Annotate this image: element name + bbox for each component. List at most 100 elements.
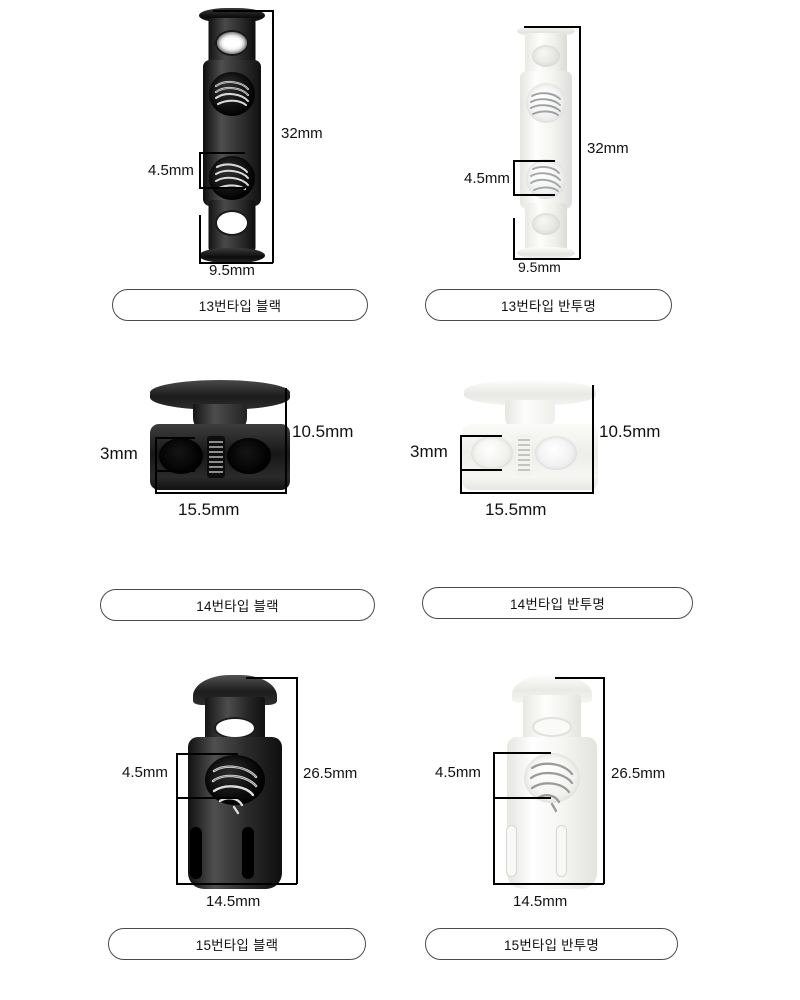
dimline-hole-top <box>155 437 195 439</box>
slot-left <box>506 825 517 877</box>
dimline-hole-bottom <box>493 797 551 799</box>
cord-eye-right <box>535 436 577 470</box>
dimline-height-vertical <box>272 10 274 263</box>
cord-eye-left <box>159 438 203 474</box>
cord-hole-bottom <box>532 213 560 235</box>
product-label-text: 13번타입 블랙 <box>198 299 282 314</box>
dimline-hole-bottom <box>460 469 502 471</box>
product-cell-type-15-translucent: 26.5mm 4.5mm 14.5mm 15번타입 반투명 <box>400 665 800 1000</box>
dimline-width-left <box>513 218 515 259</box>
dimension-hole: 4.5mm <box>435 764 481 781</box>
product-label-type-13-translucent[interactable]: 13번타입 반투명 <box>425 289 672 321</box>
dimline-height-vertical <box>579 26 581 259</box>
dimension-height: 10.5mm <box>292 422 354 441</box>
dimension-width: 14.5mm <box>206 893 261 910</box>
product-image-type-15-translucent <box>492 675 612 895</box>
dimension-hole: 4.5mm <box>464 170 510 187</box>
product-label-type-13-black[interactable]: 13번타입 블랙 <box>112 289 368 321</box>
cord-eye-right <box>227 438 271 474</box>
dimline-hole-bottom <box>176 797 238 799</box>
cord-hole-top <box>532 45 560 67</box>
dimline-hole-top <box>176 753 238 755</box>
product-image-type-14-translucent <box>455 380 605 500</box>
dimension-height: 26.5mm <box>303 765 358 782</box>
dimline-hole-top <box>513 160 555 162</box>
dimension-width: 9.5mm <box>209 262 255 279</box>
dimension-height: 26.5mm <box>611 765 666 782</box>
product-cell-type-14-translucent: 10.5mm 3mm 15.5mm 14번타입 반투명 <box>400 380 800 630</box>
cord-hole-upper <box>214 717 256 739</box>
cord-hole-upper <box>532 717 572 737</box>
product-label-type-15-black[interactable]: 15번타입 블랙 <box>108 928 366 960</box>
dimline-height-top <box>246 677 297 679</box>
cord-hole-top <box>215 30 249 56</box>
dimline-width-left <box>460 435 462 493</box>
spring-upper <box>212 78 252 110</box>
dimline-width-bottom <box>199 262 273 264</box>
spring-hole <box>524 753 580 803</box>
dimension-height: 10.5mm <box>599 422 661 441</box>
dimline-height-top <box>555 677 604 679</box>
dimline-width-bottom <box>493 883 604 885</box>
dimension-width: 9.5mm <box>518 259 561 275</box>
dimline-hole-bottom <box>155 470 195 472</box>
product-label-text: 14번타입 반투명 <box>509 597 606 612</box>
product-image-type-13-translucent <box>510 25 582 260</box>
product-label-type-14-black[interactable]: 14번타입 블랙 <box>100 589 375 621</box>
dimline-width-left <box>199 215 201 263</box>
slot-left <box>190 827 202 879</box>
dimension-height: 32mm <box>281 125 323 142</box>
cap-bottom <box>199 248 265 263</box>
product-label-text: 15번타입 반투명 <box>503 938 600 953</box>
product-label-text: 13번타입 반투명 <box>500 299 597 314</box>
product-image-type-15-black <box>175 675 295 895</box>
dimension-width: 14.5mm <box>513 893 568 910</box>
spring-lower <box>528 163 564 195</box>
dimline-width-left <box>155 437 157 493</box>
dimline-hole-bottom <box>513 194 555 196</box>
dimension-hole: 3mm <box>100 444 138 463</box>
spring-upper <box>528 89 564 119</box>
spring-lower <box>212 160 252 194</box>
dimline-width-left <box>493 752 495 884</box>
dimline-hole-bottom <box>199 187 245 189</box>
spring-center <box>207 436 225 478</box>
cord-eye-left <box>471 436 513 470</box>
dimline-height-right <box>296 677 298 884</box>
dimension-height: 32mm <box>587 140 629 157</box>
dimline-hole-top <box>493 752 551 754</box>
spring <box>525 755 579 813</box>
dimline-height-top <box>524 26 580 28</box>
product-image-type-14-black <box>145 380 295 500</box>
dimline-width-bottom <box>155 492 286 494</box>
cap-bottom <box>517 247 575 259</box>
product-label-text: 14번타입 블랙 <box>196 599 279 614</box>
product-label-type-15-translucent[interactable]: 15번타입 반투명 <box>425 928 678 960</box>
dimension-hole: 4.5mm <box>148 162 194 179</box>
dimension-width: 15.5mm <box>178 500 240 519</box>
dimline-hole-left <box>199 152 201 188</box>
dimension-hole: 3mm <box>410 442 448 461</box>
dimline-height-right <box>285 388 287 494</box>
product-label-text: 15번타입 블랙 <box>195 938 279 953</box>
product-cell-type-13-black: 32mm 4.5mm 9.5mm 13번타입 블랙 <box>0 0 400 330</box>
dimline-width-bottom <box>176 883 297 885</box>
dimline-height-right <box>592 385 594 494</box>
dimline-hole-left <box>513 160 515 195</box>
dimline-width-bottom <box>513 258 580 260</box>
dimline-hole-top <box>460 435 502 437</box>
dimline-height-top <box>213 10 273 12</box>
product-cell-type-15-black: 26.5mm 4.5mm 14.5mm 15번타입 블랙 <box>0 665 400 1000</box>
product-cell-type-13-translucent: 32mm 4.5mm 9.5mm 13번타입 반투명 <box>400 0 800 330</box>
dimension-hole: 4.5mm <box>122 764 168 781</box>
product-label-type-14-translucent[interactable]: 14번타입 반투명 <box>422 587 693 619</box>
slot-right <box>556 825 567 877</box>
spring <box>208 759 262 815</box>
dimline-hole-top <box>199 152 245 154</box>
product-cell-type-14-black: 10.5mm 3mm 15.5mm 14번타입 블랙 <box>0 380 400 630</box>
dimline-height-right <box>603 677 605 884</box>
cord-hole-bottom <box>215 210 249 236</box>
spring-hole-upper <box>526 83 566 123</box>
dimline-width-left <box>176 753 178 884</box>
